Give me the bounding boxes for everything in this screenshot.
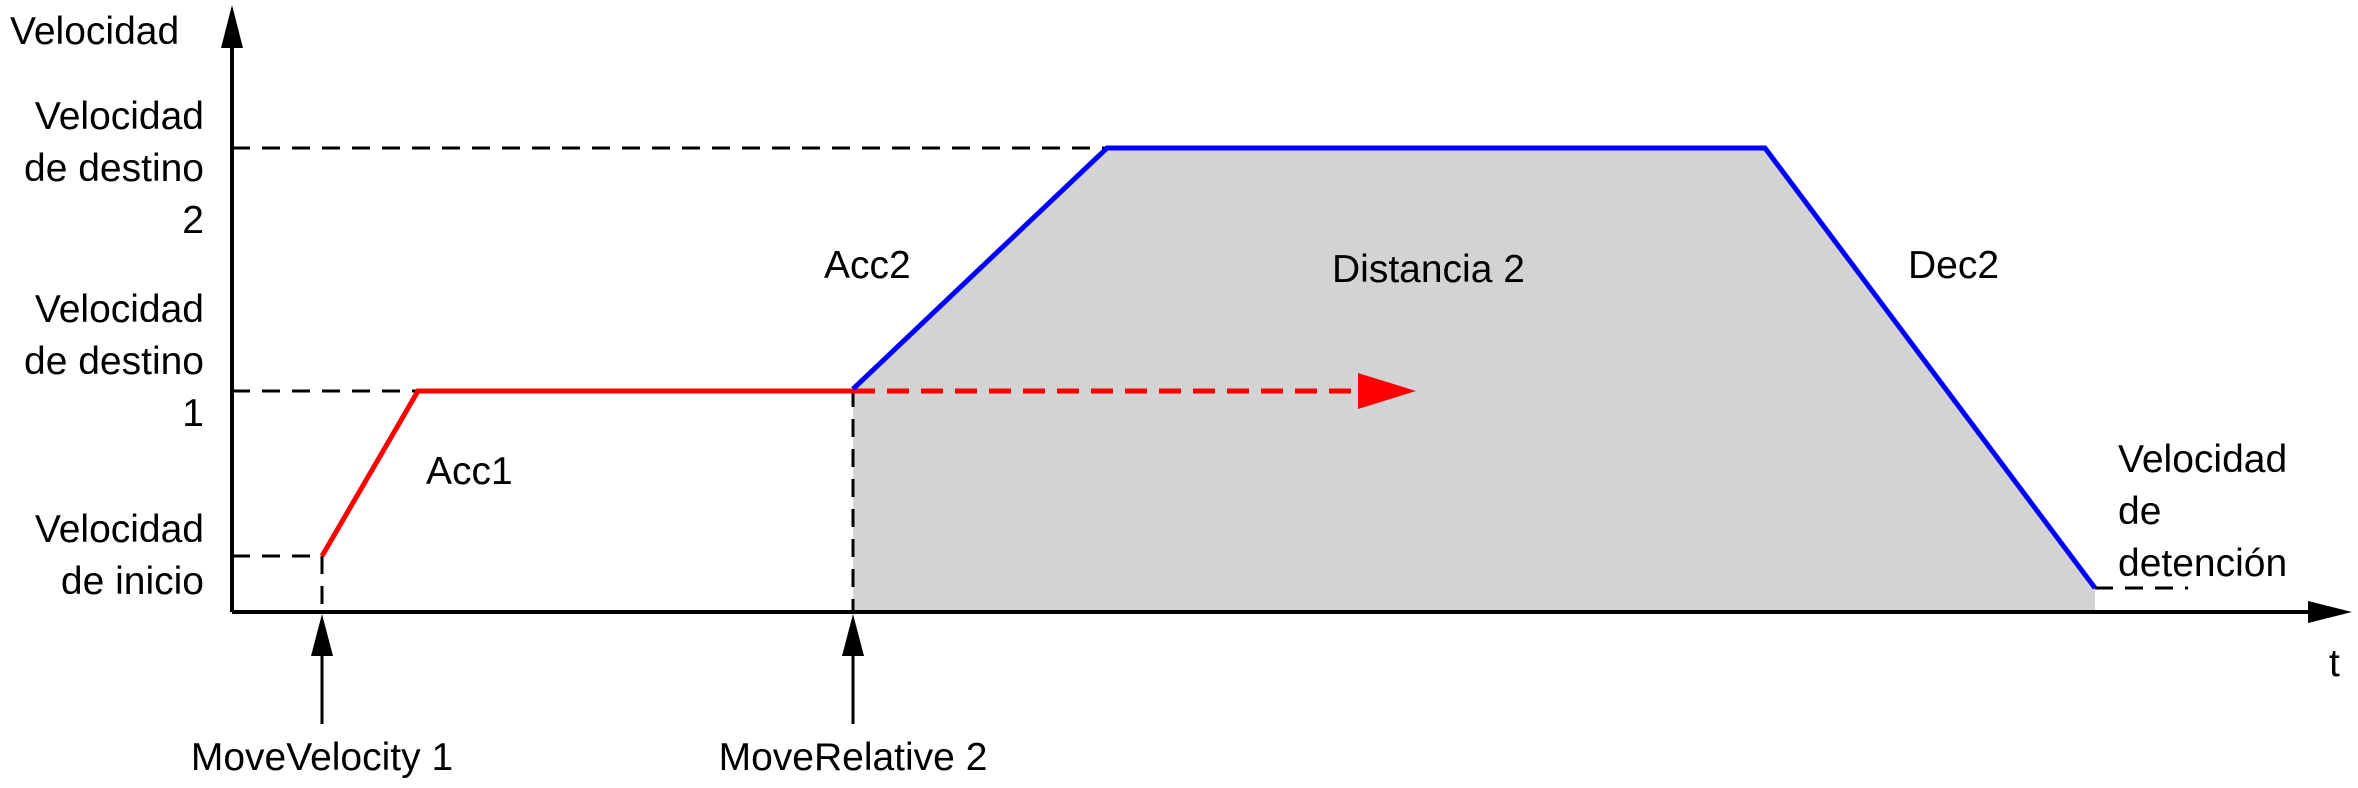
move-velocity-label: MoveVelocity 1 xyxy=(191,736,453,779)
command-arrows xyxy=(320,650,855,724)
x-axis-title: t xyxy=(2329,642,2340,685)
acc2-label: Acc2 xyxy=(824,244,911,287)
target2-label-line3: 2 xyxy=(182,199,204,242)
target1-label-line1: Velocidad xyxy=(35,288,204,331)
axes xyxy=(230,30,2320,614)
stop-label-line2: de xyxy=(2118,490,2161,533)
stop-label-line1: Velocidad xyxy=(2118,438,2287,481)
start-label-line1: Velocidad xyxy=(35,508,204,551)
y-axis-arrowhead xyxy=(221,5,243,48)
move-relative-profile xyxy=(851,145,2097,590)
move-velocity-arrowhead xyxy=(311,614,333,656)
x-axis-arrowhead xyxy=(2308,601,2352,623)
y-axis-title: Velocidad xyxy=(10,10,179,53)
move-velocity-continuation-arrowhead xyxy=(1358,373,1416,409)
stop-label-line3: detención xyxy=(2118,542,2287,585)
move-velocity-profile xyxy=(319,388,853,558)
target1-label-line2: de destino xyxy=(24,340,204,383)
start-label-line2: de inicio xyxy=(61,560,204,603)
target2-label-line2: de destino xyxy=(24,147,204,190)
distance-2-area xyxy=(853,148,2095,612)
target2-label-line1: Velocidad xyxy=(35,95,204,138)
move-relative-label: MoveRelative 2 xyxy=(719,736,988,779)
acc1-label: Acc1 xyxy=(426,450,513,493)
guide-lines xyxy=(232,146,2188,612)
dec2-label: Dec2 xyxy=(1908,244,1999,287)
move-relative-arrowhead xyxy=(842,614,864,656)
distance2-label: Distancia 2 xyxy=(1332,248,1525,291)
target1-label-line3: 1 xyxy=(182,392,204,435)
